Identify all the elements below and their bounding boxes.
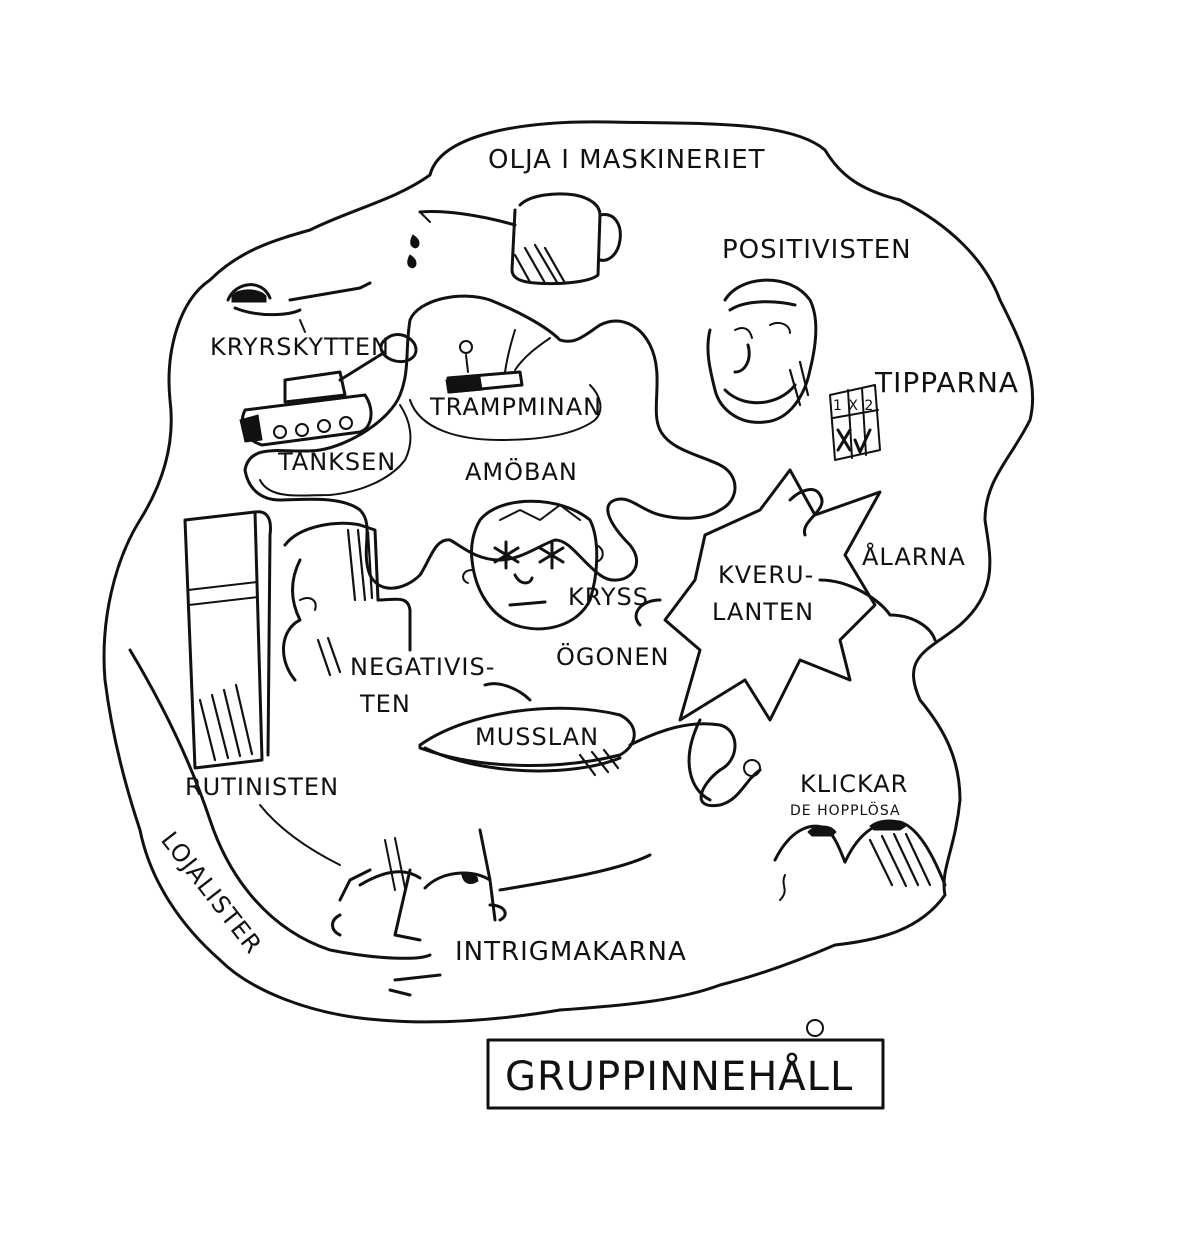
title-box	[486, 1038, 885, 1110]
sniper-icon	[226, 281, 372, 333]
label-rutinisten: RUTINISTEN	[185, 773, 339, 801]
label-tanksen: TANKSEN	[277, 448, 396, 476]
trampminan-boundary	[409, 384, 602, 441]
label-de-hopplosa: DE HOPPLÖSA	[790, 801, 901, 819]
rutinisten-pointer	[259, 804, 341, 866]
label-kverulanten-line1: KVERU-	[718, 561, 814, 589]
label-ogonen: ÖGONEN	[556, 642, 669, 671]
book-icon	[183, 510, 272, 770]
label-kverulanten-line2: LANTEN	[712, 598, 814, 626]
label-klickar: KLICKAR	[800, 770, 908, 798]
label-positivisten: POSITIVISTEN	[722, 235, 912, 265]
mountain-icon	[773, 819, 947, 901]
landmine-icon	[445, 329, 551, 394]
title-ring-mark	[806, 1019, 824, 1037]
smiling-face-icon	[706, 278, 818, 424]
scheming-face-icon	[331, 828, 652, 997]
label-alarna: ÅLARNA	[862, 542, 966, 571]
clam-icon	[418, 682, 636, 777]
watering-can-icon	[407, 192, 622, 286]
page-title: GRUPPINNEHÅLL	[505, 1052, 853, 1100]
frowning-face-icon	[462, 499, 604, 631]
betting-coupon-icon: 1 X 2	[829, 384, 881, 461]
sad-face-icon	[282, 521, 412, 682]
label-amoban: AMÖBAN	[465, 457, 578, 486]
lojalister-curve	[128, 648, 432, 960]
label-trampminan: TRAMPMINAN	[429, 393, 602, 421]
label-tipparna: TIPPARNA	[874, 366, 1019, 399]
star-burst-icon	[663, 468, 882, 722]
label-negativisten-line2: TEN	[359, 690, 411, 718]
label-kryrskytten: KRYRSKYTTEN	[210, 333, 390, 361]
tank-icon	[239, 333, 418, 447]
tanksen-boundary	[259, 404, 412, 497]
label-kryss: KRYSS	[568, 583, 649, 611]
label-olja-i-maskineriet: OLJA I MASKINERIET	[488, 145, 766, 175]
label-musslan: MUSSLAN	[475, 723, 599, 751]
label-intrigmakarna: INTRIGMAKARNA	[455, 937, 687, 967]
coupon-header: 1 X 2	[833, 398, 874, 414]
group-boundary	[102, 120, 1035, 1024]
amoeba-loop	[243, 294, 737, 590]
label-negativisten-line1: NEGATIVIS-	[350, 653, 495, 681]
eel-icon	[628, 488, 937, 808]
